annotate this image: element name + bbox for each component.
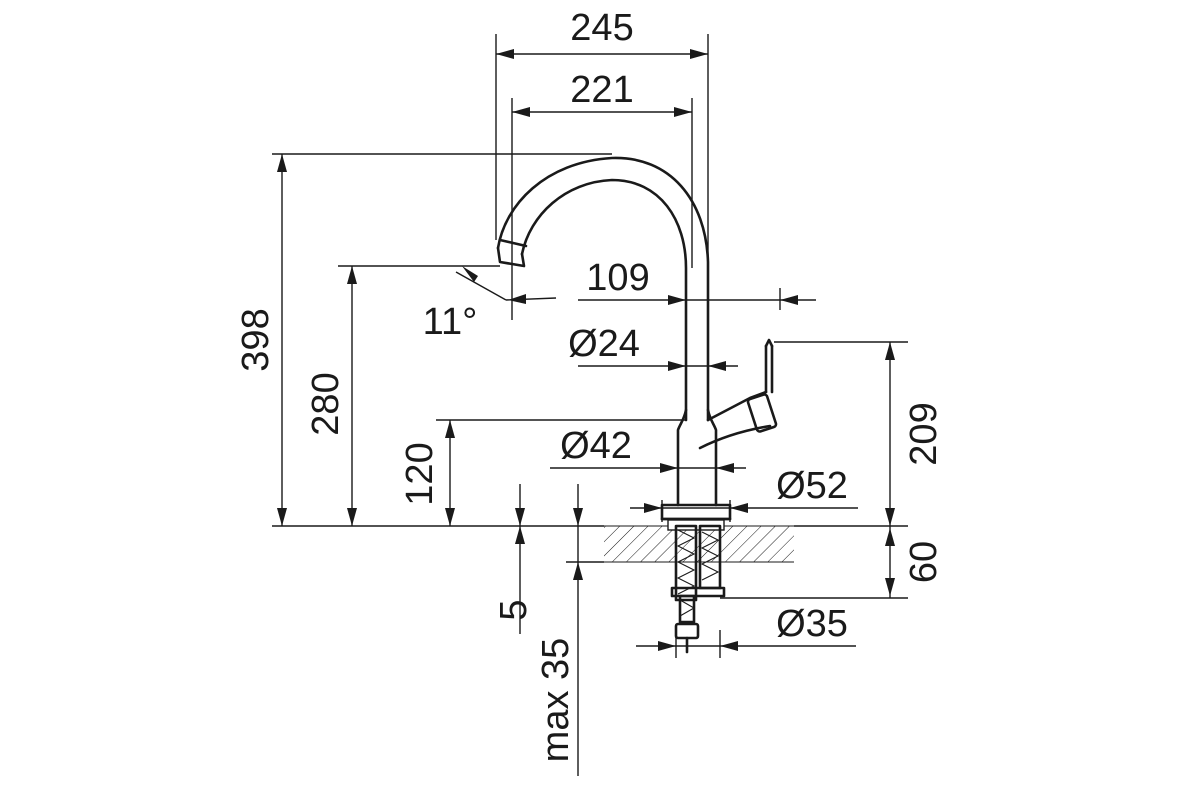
- label-dia-thread: Ø35: [776, 603, 848, 645]
- dim-deck-max: max 35: [535, 484, 583, 776]
- label-deck-min: 5: [493, 599, 535, 620]
- dim-spout-offset: 109: [578, 257, 816, 305]
- dim-below-deck: 60: [885, 526, 945, 598]
- dim-handle-height: 209: [885, 342, 945, 526]
- label-angle: 11°: [423, 301, 478, 343]
- label-width-total: 245: [570, 7, 633, 49]
- label-height-spout: 280: [305, 372, 347, 435]
- mounting-hardware: [670, 524, 726, 654]
- dim-dia-body: Ø42: [550, 425, 746, 473]
- dim-height-base: 120: [399, 420, 455, 526]
- dim-dia-spout: Ø24: [568, 323, 738, 371]
- dim-dia-thread: Ø35: [636, 603, 856, 651]
- extension-lines: [272, 34, 908, 658]
- label-height-total: 398: [235, 308, 277, 371]
- label-dia-body: Ø42: [560, 425, 632, 467]
- dim-height-total: 398: [235, 154, 287, 526]
- dim-height-spout: 280: [305, 266, 357, 526]
- label-spout-offset: 109: [586, 257, 649, 299]
- label-dia-base: Ø52: [776, 465, 848, 507]
- label-below-deck: 60: [903, 541, 945, 583]
- label-deck-max: max 35: [535, 638, 577, 763]
- label-width-inner: 221: [570, 69, 633, 111]
- dim-width-total: 245: [496, 7, 708, 59]
- dim-width-inner: 221: [512, 69, 692, 117]
- label-handle-height: 209: [903, 402, 945, 465]
- dim-deck-min: 5: [493, 484, 535, 634]
- dim-angle: 11°: [423, 266, 557, 343]
- label-dia-spout: Ø24: [568, 323, 640, 365]
- dim-dia-base: Ø52: [630, 465, 858, 513]
- label-height-base: 120: [399, 442, 441, 505]
